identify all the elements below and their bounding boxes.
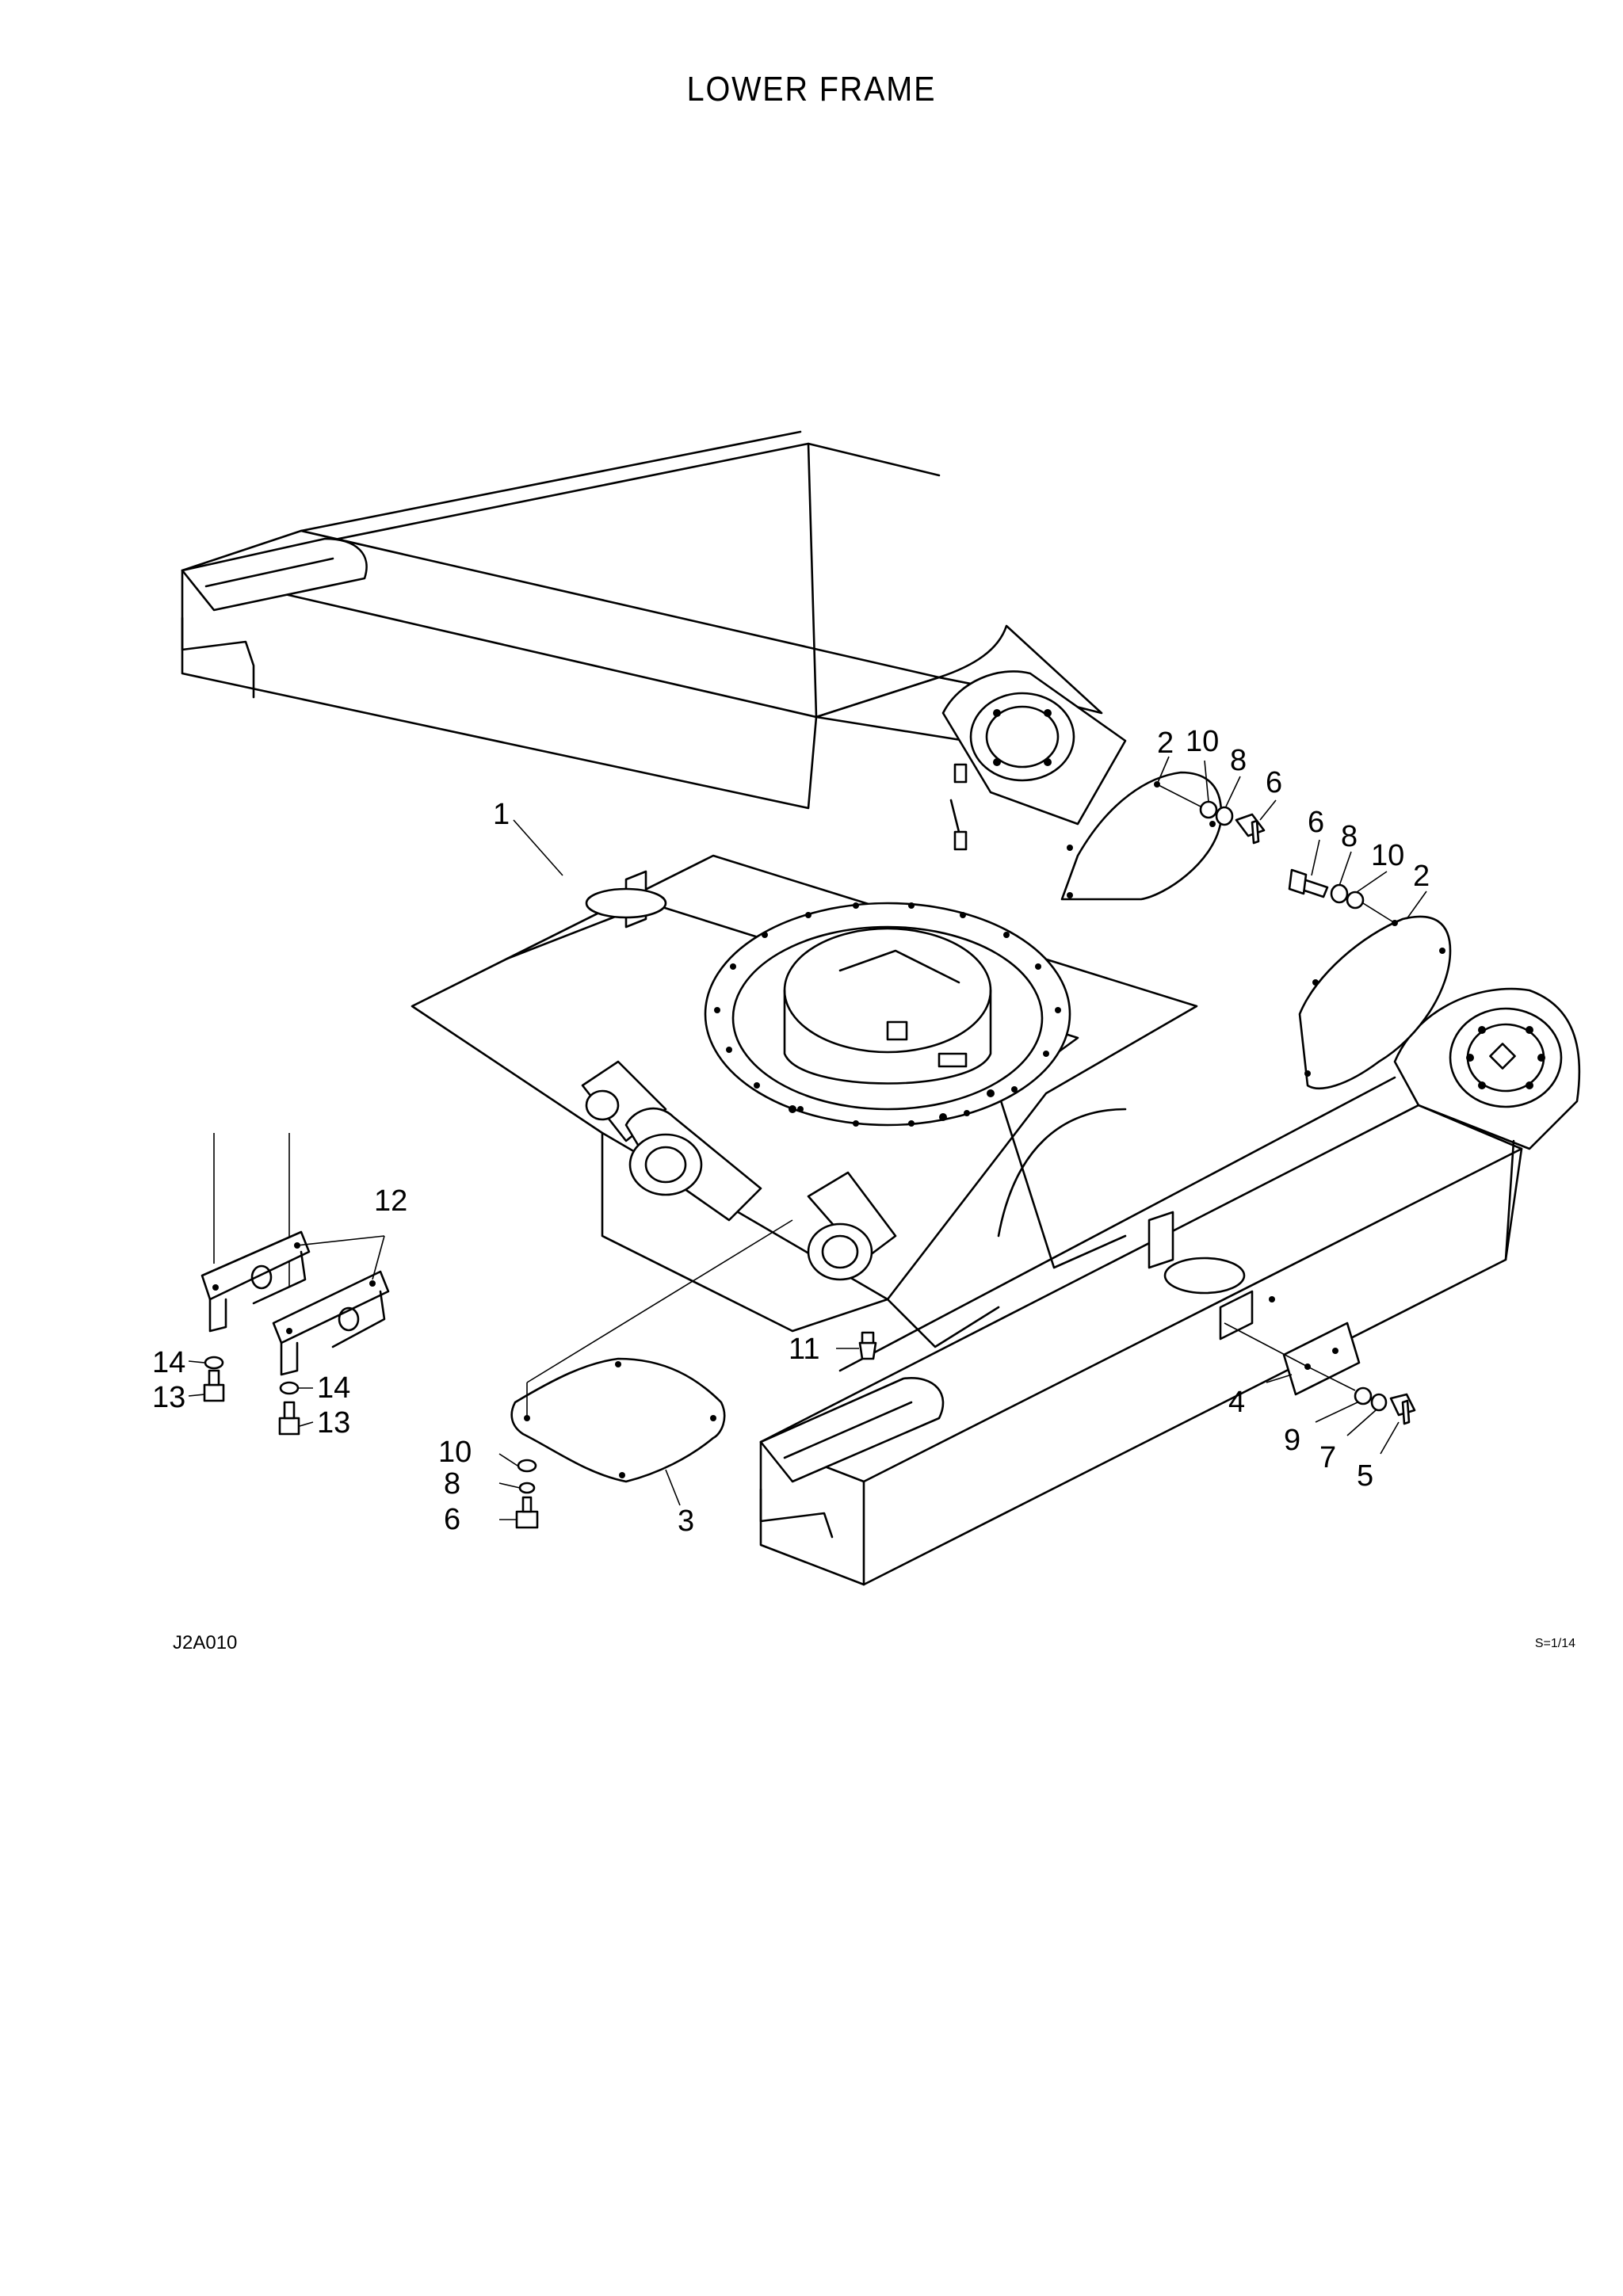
callout-14a: 14 [152, 1346, 185, 1379]
drawing-scale: S=1/14 [1534, 1637, 1575, 1650]
callout-13b: 13 [317, 1406, 350, 1440]
under-cover-3 [510, 1219, 793, 1529]
callout-5: 5 [1357, 1459, 1373, 1493]
bolt-6-upper [1235, 813, 1266, 845]
page-title: LOWER FRAME [686, 70, 937, 109]
callout-8c: 8 [444, 1467, 460, 1501]
swing-ring-bolt-holes [714, 902, 1061, 1127]
callout-10c: 10 [438, 1436, 472, 1469]
bolt-6-under [515, 1496, 539, 1529]
guards-12 [200, 1133, 390, 1436]
callout-12: 12 [374, 1184, 407, 1218]
callout-labels: 1 2 10 8 6 6 8 10 2 12 14 13 14 13 11 10… [152, 725, 1430, 1538]
callout-7: 7 [1319, 1441, 1336, 1474]
callout-2a: 2 [1157, 727, 1174, 760]
callout-9: 9 [1284, 1424, 1300, 1457]
cover-2-lower [1288, 868, 1452, 1090]
bolt-13-left [203, 1369, 225, 1402]
callout-1: 1 [493, 798, 510, 831]
callout-6b: 6 [1308, 806, 1324, 839]
plate-4 [1224, 1322, 1416, 1425]
drawing-code: J2A010 [173, 1632, 238, 1653]
callout-6c: 6 [444, 1503, 460, 1536]
callout-6a: 6 [1266, 766, 1282, 799]
callout-14b: 14 [317, 1371, 350, 1405]
callout-10b: 10 [1371, 839, 1404, 872]
cover-2-upper [1060, 771, 1266, 901]
grease-fitting-11 [836, 1331, 877, 1360]
callout-2b: 2 [1413, 860, 1430, 893]
callout-10a: 10 [1186, 725, 1219, 758]
bolt-6-lower [1288, 868, 1329, 898]
callout-8a: 8 [1230, 744, 1247, 777]
lower-frame-body [181, 430, 1581, 1586]
callout-11: 11 [789, 1333, 819, 1366]
bolt-5 [1389, 1393, 1416, 1425]
callout-13a: 13 [152, 1381, 185, 1414]
leader-lines [188, 756, 1427, 1520]
callout-8b: 8 [1341, 820, 1358, 853]
callout-4: 4 [1228, 1386, 1245, 1419]
bolt-13-right [278, 1401, 300, 1436]
callout-3: 3 [678, 1505, 694, 1538]
